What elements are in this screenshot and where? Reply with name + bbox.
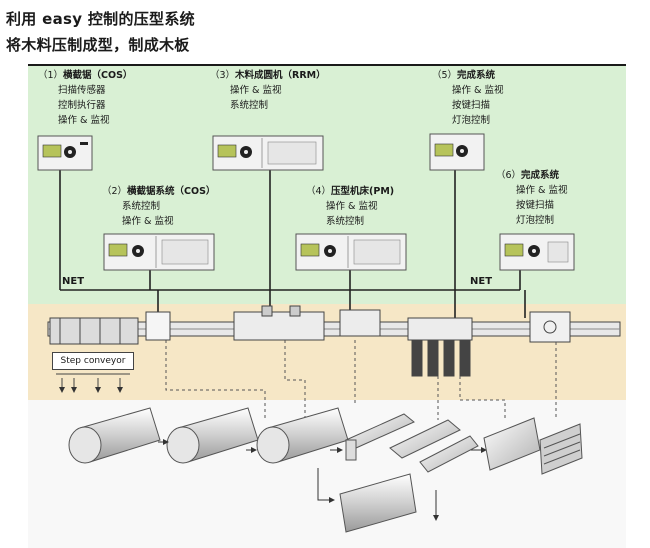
station-function: 系统控制: [326, 216, 365, 227]
product-logs: [68, 407, 349, 464]
device-finish-5: [429, 133, 485, 171]
step-conveyor-label: Step conveyor: [52, 352, 134, 370]
device-finish-6: [499, 233, 575, 271]
product-boards: [339, 413, 583, 533]
page-title: 利用 easy 控制的压型系统: [6, 10, 195, 28]
station-name: 横截锯（COS）: [63, 70, 133, 81]
station-number: （1）: [38, 70, 64, 81]
net-label-left: NET: [62, 276, 85, 287]
station-function: 灯泡控制: [452, 115, 491, 126]
process-links: [165, 340, 557, 420]
device-rrm: [212, 135, 324, 171]
station-function: 扫描传感器: [58, 85, 106, 96]
station-number: （6）: [496, 170, 522, 181]
station-function: 灯泡控制: [516, 215, 555, 226]
station-name: 横截锯系统（COS）: [127, 186, 216, 197]
station-2-label: （2）横截锯系统（COS） 系统控制 操作 & 监视: [102, 184, 215, 229]
station-4-label: （4）压型机床(PM) 操作 & 监视 系统控制: [306, 184, 394, 229]
device-cos-system: [103, 233, 215, 271]
station-function: 操作 & 监视: [326, 201, 378, 212]
station-5-label: （5）完成系统 操作 & 监视 按键扫描 灯泡控制: [432, 68, 503, 128]
station-function: 按键扫描: [516, 200, 555, 211]
page-subtitle: 将木料压制成型，制成木板: [6, 36, 190, 54]
station-name: 完成系统: [457, 70, 496, 81]
station-number: （2）: [102, 186, 128, 197]
device-cos: [37, 135, 93, 171]
station-function: 操作 & 监视: [452, 85, 504, 96]
station-number: （5）: [432, 70, 458, 81]
station-function: 操作 & 监视: [122, 216, 174, 227]
station-6-label: （6）完成系统 操作 & 监视 按键扫描 灯泡控制: [496, 168, 567, 228]
station-1-label: （1）横截锯（COS） 扫描传感器 控制执行器 操作 & 监视: [38, 68, 132, 128]
station-3-label: （3）木料成圆机（RRM） 操作 & 监视 系统控制: [210, 68, 326, 113]
station-function: 按键扫描: [452, 100, 491, 111]
device-pm: [295, 233, 407, 271]
station-function: 操作 & 监视: [58, 115, 110, 126]
station-name: 木料成圆机（RRM）: [235, 70, 326, 81]
net-label-right: NET: [470, 276, 493, 287]
net-bus: [59, 170, 526, 320]
station-number: （4）: [306, 186, 332, 197]
station-name: 压型机床(PM): [331, 186, 395, 197]
production-line: [47, 305, 621, 393]
station-function: 系统控制: [122, 201, 161, 212]
station-name: 完成系统: [521, 170, 560, 181]
station-function: 系统控制: [230, 100, 269, 111]
station-function: 操作 & 监视: [516, 185, 568, 196]
station-function: 操作 & 监视: [230, 85, 282, 96]
title-divider: [28, 64, 626, 66]
station-number: （3）: [210, 70, 236, 81]
station-function: 控制执行器: [58, 100, 106, 111]
